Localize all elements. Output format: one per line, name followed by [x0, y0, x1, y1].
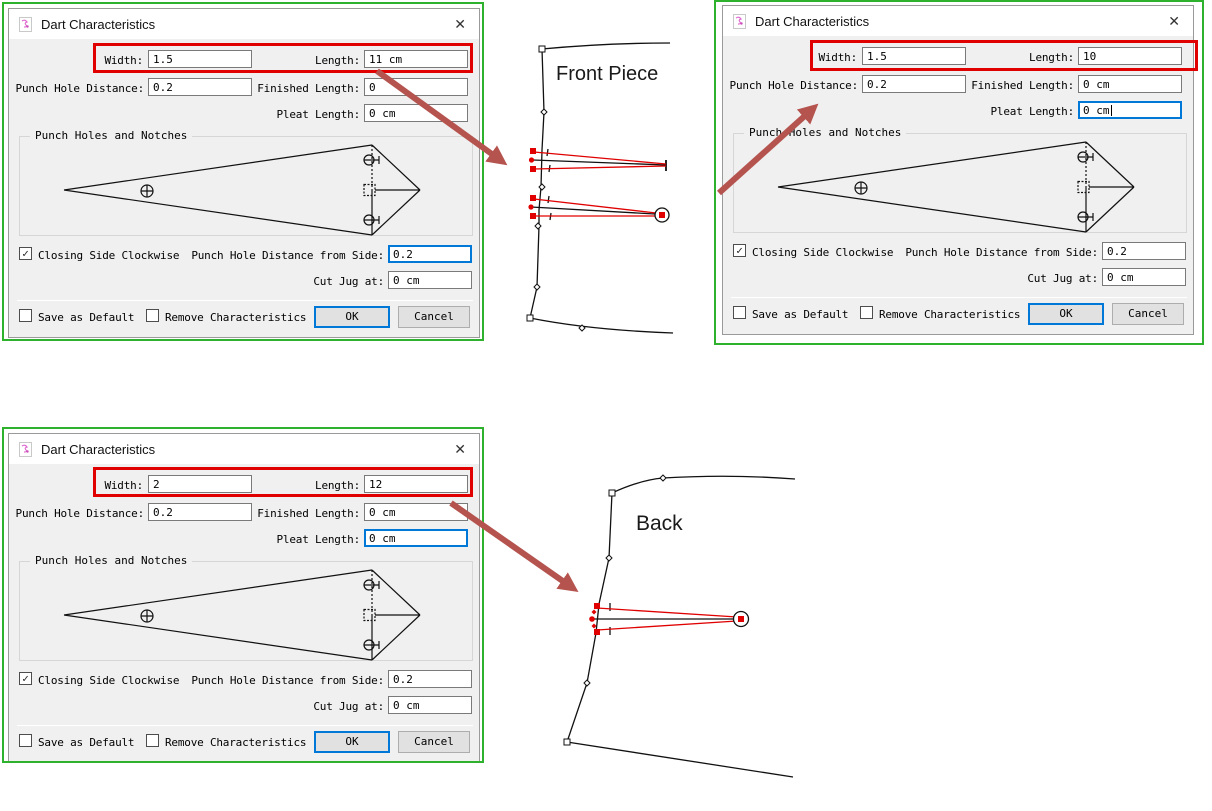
- cut-jug-label: Cut Jug at:: [1027, 272, 1098, 285]
- punch-hole-distance-input[interactable]: 0.2: [148, 78, 252, 96]
- dialog-title: Dart Characteristics: [41, 441, 156, 457]
- finished-length-input[interactable]: 0: [364, 78, 468, 96]
- save-default-checkbox[interactable]: [19, 309, 32, 322]
- dialog-titlebar[interactable]: Dart Characteristics ✕: [9, 9, 479, 39]
- save-default-label[interactable]: Save as Default: [752, 308, 849, 321]
- punch-hole-side-label: Punch Hole Distance from Side:: [191, 249, 384, 262]
- separator: [17, 300, 473, 301]
- finished-length-input[interactable]: 0 cm: [364, 503, 468, 521]
- remove-characteristics-checkbox[interactable]: [860, 306, 873, 319]
- width-label: Width:: [104, 479, 143, 492]
- punch-holes-group-title: Punch Holes and Notches: [30, 554, 193, 567]
- save-default-checkbox[interactable]: [733, 306, 746, 319]
- remove-characteristics-checkbox[interactable]: [146, 309, 159, 322]
- length-label: Length:: [1029, 51, 1074, 64]
- ok-button[interactable]: OK: [314, 306, 390, 328]
- close-icon[interactable]: ✕: [1168, 13, 1180, 29]
- back-piece-label: Back: [636, 512, 683, 535]
- length-input[interactable]: 11 cm: [364, 50, 468, 68]
- ok-button[interactable]: OK: [314, 731, 390, 753]
- separator: [17, 725, 473, 726]
- cut-jug-label: Cut Jug at:: [313, 275, 384, 288]
- cut-jug-input[interactable]: 0 cm: [1102, 268, 1186, 286]
- closing-side-checkbox[interactable]: ✓: [19, 247, 32, 260]
- punch-hole-distance-label: Punch Hole Distance:: [729, 79, 859, 92]
- punch-hole-side-label: Punch Hole Distance from Side:: [191, 674, 384, 687]
- ok-button[interactable]: OK: [1028, 303, 1104, 325]
- finished-length-label: Finished Length:: [257, 82, 360, 95]
- width-input[interactable]: 1.5: [148, 50, 252, 68]
- punch-hole-side-label: Punch Hole Distance from Side:: [905, 246, 1098, 259]
- dart-diagram: [63, 144, 421, 236]
- dialog-titlebar[interactable]: Dart Characteristics ✕: [9, 434, 479, 464]
- punch-hole-side-input[interactable]: 0.2: [388, 245, 472, 263]
- punch-holes-group-title: Punch Holes and Notches: [30, 129, 193, 142]
- cancel-button[interactable]: Cancel: [398, 306, 470, 328]
- front-piece-label: Front Piece: [556, 63, 659, 85]
- width-label: Width:: [818, 51, 857, 64]
- closing-side-label[interactable]: Closing Side Clockwise: [38, 249, 180, 262]
- dart-characteristics-dialog: Dart Characteristics ✕ Width: 1.5 Length…: [722, 5, 1194, 335]
- closing-side-label[interactable]: Closing Side Clockwise: [38, 674, 180, 687]
- finished-length-input[interactable]: 0 cm: [1078, 75, 1182, 93]
- cancel-button[interactable]: Cancel: [1112, 303, 1184, 325]
- back-dart: [589, 603, 750, 635]
- punch-hole-distance-label: Punch Hole Distance:: [15, 82, 145, 95]
- punch-holes-group: Punch Holes and Notches: [733, 126, 1187, 233]
- dart-characteristics-dialog: Dart Characteristics ✕ Width: 1.5 Length…: [8, 8, 480, 338]
- remove-characteristics-label[interactable]: Remove Characteristics: [165, 311, 307, 324]
- width-input[interactable]: 2: [148, 475, 252, 493]
- punch-holes-group: Punch Holes and Notches: [19, 129, 473, 236]
- pleat-length-input[interactable]: 0 cm: [364, 104, 468, 122]
- save-default-label[interactable]: Save as Default: [38, 311, 135, 324]
- length-input[interactable]: 10: [1078, 47, 1182, 65]
- pleat-length-input[interactable]: 0 cm: [1078, 101, 1182, 119]
- dart-characteristics-dialog: Dart Characteristics ✕ Width: 2 Length: …: [8, 433, 480, 763]
- close-icon[interactable]: ✕: [454, 16, 466, 32]
- punch-hole-distance-input[interactable]: 0.2: [148, 503, 252, 521]
- closing-side-checkbox[interactable]: ✓: [19, 672, 32, 685]
- dart-diagram: [63, 569, 421, 661]
- pleat-length-label: Pleat Length:: [990, 105, 1075, 118]
- punch-hole-side-input[interactable]: 0.2: [388, 670, 472, 688]
- finished-length-label: Finished Length:: [971, 79, 1074, 92]
- close-icon[interactable]: ✕: [454, 441, 466, 457]
- cut-jug-label: Cut Jug at:: [313, 700, 384, 713]
- pleat-length-input[interactable]: 0 cm: [364, 529, 468, 547]
- length-input[interactable]: 12: [364, 475, 468, 493]
- dialog-titlebar[interactable]: Dart Characteristics ✕: [723, 6, 1193, 36]
- closing-side-checkbox[interactable]: ✓: [733, 244, 746, 257]
- cut-jug-input[interactable]: 0 cm: [388, 271, 472, 289]
- punch-holes-group: Punch Holes and Notches: [19, 554, 473, 661]
- punch-hole-distance-label: Punch Hole Distance:: [15, 507, 145, 520]
- dialog-title: Dart Characteristics: [755, 13, 870, 29]
- front-dart-1: [528, 148, 667, 173]
- cancel-button[interactable]: Cancel: [398, 731, 470, 753]
- dialog-icon: [18, 441, 33, 457]
- dart-diagram: [777, 141, 1135, 233]
- save-default-label[interactable]: Save as Default: [38, 736, 135, 749]
- punch-hole-distance-input[interactable]: 0.2: [862, 75, 966, 93]
- separator: [731, 297, 1187, 298]
- front-dart-2: [528, 195, 670, 223]
- remove-characteristics-checkbox[interactable]: [146, 734, 159, 747]
- length-label: Length:: [315, 54, 360, 67]
- width-input[interactable]: 1.5: [862, 47, 966, 65]
- pleat-length-label: Pleat Length:: [276, 108, 361, 121]
- dialog-icon: [732, 13, 747, 29]
- front-piece-outline: [529, 42, 674, 334]
- remove-characteristics-label[interactable]: Remove Characteristics: [165, 736, 307, 749]
- width-label: Width:: [104, 54, 143, 67]
- punch-hole-side-input[interactable]: 0.2: [1102, 242, 1186, 260]
- save-default-checkbox[interactable]: [19, 734, 32, 747]
- closing-side-label[interactable]: Closing Side Clockwise: [752, 246, 894, 259]
- remove-characteristics-label[interactable]: Remove Characteristics: [879, 308, 1021, 321]
- finished-length-label: Finished Length:: [257, 507, 360, 520]
- cut-jug-input[interactable]: 0 cm: [388, 696, 472, 714]
- dialog-icon: [18, 16, 33, 32]
- dialog-title: Dart Characteristics: [41, 16, 156, 32]
- pleat-length-label: Pleat Length:: [276, 533, 361, 546]
- length-label: Length:: [315, 479, 360, 492]
- front-piece-points: [526, 45, 586, 332]
